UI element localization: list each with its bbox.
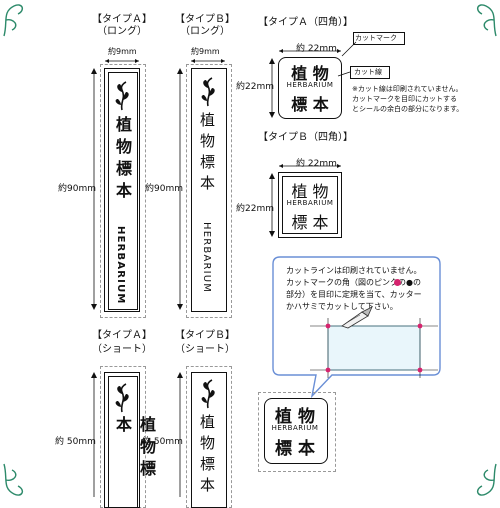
- long-a-plant-icon: [115, 81, 129, 111]
- long-a-width-label: 約9mm: [108, 47, 137, 56]
- square-b-latin: HERBARIUM: [286, 199, 334, 207]
- square-b-line1: 植 物: [291, 182, 329, 201]
- short-b-subtitle: （ショート）: [175, 344, 235, 355]
- cutter-knife-icon: [341, 306, 373, 329]
- square-b-label-inner: [282, 176, 338, 234]
- square-a-width-label: 約 22mm: [296, 44, 337, 54]
- long-b-width-label: 約9mm: [191, 47, 220, 56]
- square-b-title: 【タイプＢ（四角）】: [258, 132, 353, 143]
- long-a-text-jp: 植物標本: [113, 116, 132, 204]
- long-b-text-en: HERBARIUM: [201, 222, 212, 294]
- square-b-label-outer: [278, 172, 342, 238]
- square-a-cut-mark-box: [353, 32, 405, 45]
- short-b-title: 【タイプＢ】: [175, 330, 235, 341]
- square-a-title: 【タイプＡ（四角）】: [258, 17, 353, 28]
- square-a-line1: 植 物: [291, 64, 329, 83]
- pink-dot-icon: [394, 279, 401, 286]
- square-b-height-label: 約22mm: [236, 204, 274, 214]
- square-a-cut-line-box: [350, 66, 390, 79]
- square-a-width-arrow: [279, 49, 341, 53]
- long-a-text-en: HERBARIUM: [115, 226, 126, 305]
- long-b-width-arrow: [191, 59, 225, 63]
- short-b-plant-icon: [201, 379, 215, 409]
- short-a-subtitle: （ショート）: [92, 344, 152, 355]
- cut-guide-diagram: [310, 318, 438, 378]
- square-b-height-arrow: [269, 173, 275, 237]
- long-b-plant-icon: [201, 77, 215, 107]
- bottom-square-line1: 植 物: [275, 407, 315, 427]
- bottom-square-label: [264, 398, 328, 464]
- long-a-height-label: 約90mm: [58, 184, 96, 194]
- long-a-label-frame: [104, 68, 140, 312]
- bottom-square-cut-outline: [258, 392, 336, 472]
- square-a-note-1: ※カット線は印刷されていません。: [352, 85, 463, 93]
- short-b-height-label: 約 50mm: [142, 437, 183, 447]
- short-a-text-jp: 植物標本: [113, 416, 156, 482]
- square-a-cut-line-label: カット線: [354, 68, 382, 76]
- square-a-note-2: カットマークを目印にカットする: [352, 95, 457, 103]
- square-a-height-arrow: [269, 58, 275, 118]
- callout-line-4: かハサミでカットして下さい。: [286, 302, 398, 311]
- long-a-subtitle: （ロング）: [97, 26, 147, 37]
- long-b-height-label: 約90mm: [145, 184, 183, 194]
- square-a-cut-line-pointer: [337, 71, 351, 77]
- square-a-cut-mark-label: カットマーク: [355, 34, 397, 42]
- square-a-note-3: とシールの余白の部分になります。: [352, 105, 464, 113]
- callout-line-2-text: カットマークの角（図のピンクの●の: [286, 278, 421, 287]
- short-a-plant-icon: [115, 383, 129, 413]
- corner-flourish-bottom-left: [3, 463, 24, 496]
- short-b-height-arrow: [177, 372, 183, 497]
- long-a-width-arrow: [105, 59, 139, 63]
- callout-line-1: カットラインは印刷されていません。: [286, 266, 422, 275]
- short-b-text-jp: 植物標本: [198, 414, 216, 498]
- long-b-height-arrow: [177, 68, 183, 310]
- long-a-label-inner-frame: [108, 72, 138, 310]
- long-b-text-jp: 植物標本: [198, 112, 216, 196]
- short-a-title: 【タイプＡ】: [92, 330, 152, 341]
- square-a-height-label: 約22mm: [236, 82, 274, 92]
- callout-line-3: 部分）を目印に定規を当て、カッター: [286, 290, 422, 299]
- square-a-line2: 標 本: [291, 95, 329, 114]
- short-a-height-label: 約 50mm: [55, 437, 96, 447]
- long-b-label-frame: [191, 68, 227, 312]
- long-a-cut-outline: [100, 64, 146, 318]
- square-a-latin: HERBARIUM: [286, 81, 334, 89]
- long-a-title: 【タイプＡ】: [92, 14, 152, 25]
- corner-flourish-top-left: [3, 4, 24, 37]
- callout-line-2: カットマークの角（図のピンクの●の: [286, 277, 421, 289]
- long-b-subtitle: （ロング）: [180, 26, 230, 37]
- short-a-height-arrow: [91, 372, 97, 497]
- square-b-width-arrow: [279, 164, 341, 168]
- square-b-width-label: 約 22mm: [296, 159, 337, 169]
- square-b-line2: 標 本: [291, 213, 329, 232]
- bottom-square-latin: HERBARIUM: [271, 424, 319, 432]
- long-b-title: 【タイプＢ】: [175, 14, 235, 25]
- long-b-cut-outline: [186, 64, 232, 318]
- square-a-label: [278, 57, 342, 119]
- corner-flourish-top-right: [476, 4, 497, 37]
- corner-flourish-bottom-right: [476, 463, 497, 496]
- square-a-cut-mark-pointer: [341, 41, 357, 57]
- bottom-square-line2: 標 本: [275, 439, 315, 459]
- long-a-height-arrow: [91, 68, 97, 310]
